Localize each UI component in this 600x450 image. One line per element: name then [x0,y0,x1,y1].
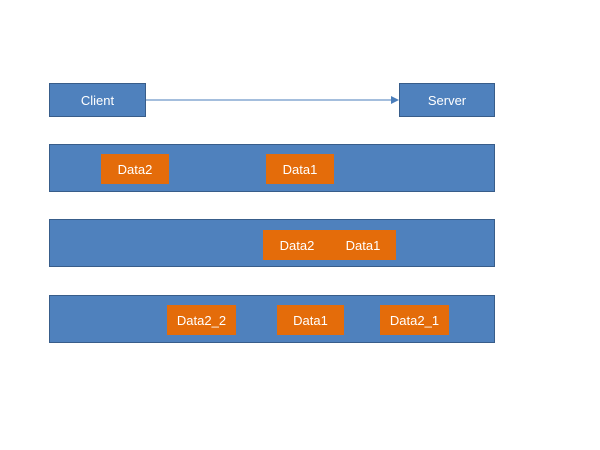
packet-data2: Data2 [101,154,169,184]
transfer-lane-2: Data2 Data1 [49,219,495,267]
packet-data2: Data2 [263,230,331,260]
packet-data1: Data1 [330,230,396,260]
client-label: Client [80,92,115,108]
packet-label: Data1 [282,161,318,177]
packet-label: Data2 [279,237,315,253]
packet-label: Data2_2 [176,312,227,328]
packet-label: Data1 [293,312,328,328]
server-box: Server [399,83,495,117]
transfer-lane-1: Data2 Data1 [49,144,495,192]
packet-label: Data2_1 [389,312,440,328]
packet-data2-2: Data2_2 [167,305,236,335]
packet-data2-1: Data2_1 [380,305,449,335]
packet-label: Data2 [117,161,153,177]
client-box: Client [49,83,146,117]
server-label: Server [427,92,467,108]
packet-label: Data1 [345,237,381,253]
transfer-lane-3: Data2_2 Data1 Data2_1 [49,295,495,343]
packet-data1: Data1 [277,305,344,335]
packet-data1: Data1 [266,154,334,184]
